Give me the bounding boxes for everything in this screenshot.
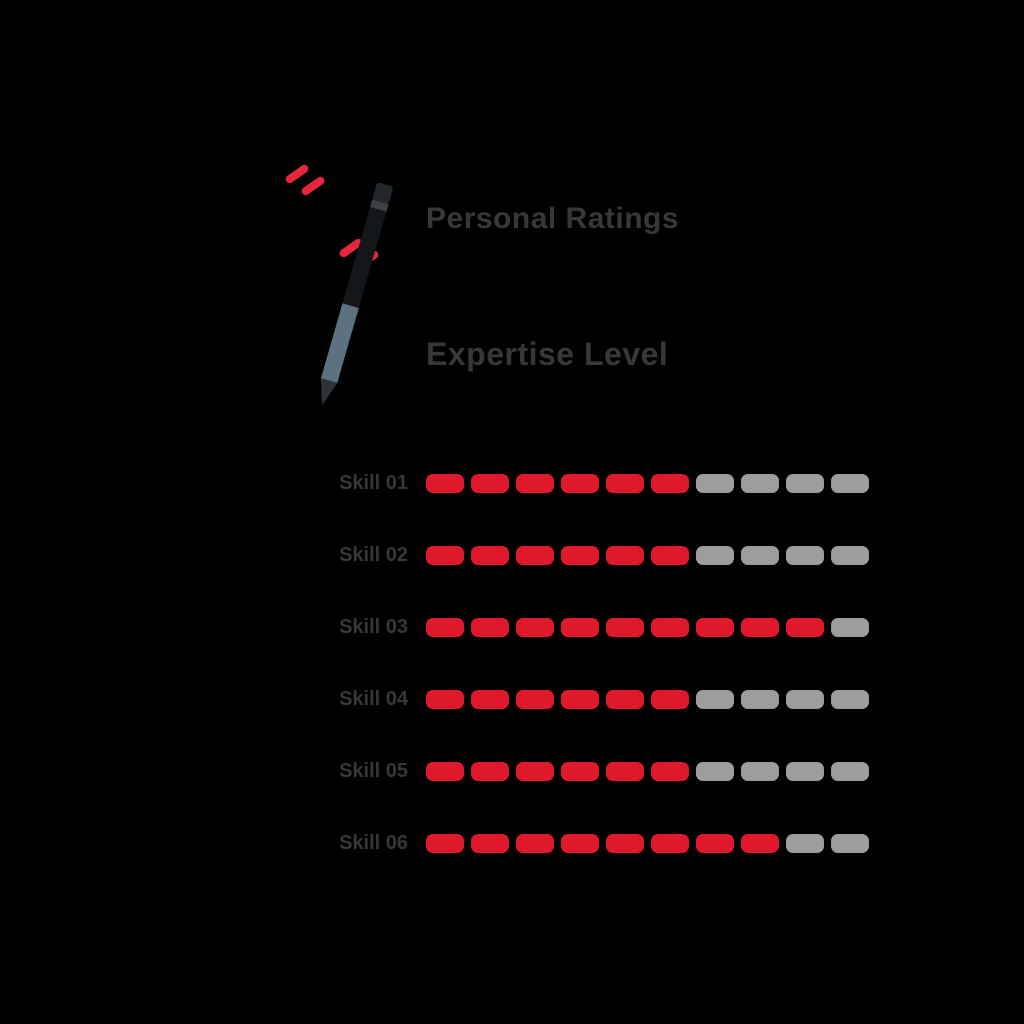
page-subtitle: Expertise Level — [426, 336, 669, 372]
rating-segment-empty — [786, 833, 824, 853]
rating-segment-empty — [696, 689, 734, 709]
rating-segment-empty — [831, 689, 869, 709]
rating-segment-filled — [516, 545, 554, 565]
skill-label: Skill 01 — [339, 471, 408, 494]
rating-segment-empty — [786, 545, 824, 565]
skill-label: Skill 06 — [339, 831, 408, 854]
rating-segment-filled — [651, 833, 689, 853]
rating-segment-filled — [471, 761, 509, 781]
rating-segment-filled — [651, 545, 689, 565]
pencil-icon-svg — [285, 164, 393, 406]
rating-segment-filled — [786, 617, 824, 637]
rating-segment-filled — [606, 761, 644, 781]
skill-label: Skill 05 — [339, 759, 408, 782]
rating-segment-filled — [741, 833, 779, 853]
rating-segment-empty — [741, 689, 779, 709]
rating-segment-filled — [516, 617, 554, 637]
rating-bar — [426, 689, 869, 709]
rating-segment-empty — [696, 761, 734, 781]
rating-segment-filled — [471, 545, 509, 565]
rating-segment-empty — [831, 545, 869, 565]
rating-segment-filled — [516, 689, 554, 709]
rating-segment-empty — [696, 545, 734, 565]
rating-segment-filled — [606, 689, 644, 709]
rating-bar — [426, 545, 869, 565]
rating-segment-filled — [561, 545, 599, 565]
rating-segment-filled — [561, 473, 599, 493]
rating-segment-filled — [651, 689, 689, 709]
rating-bar — [426, 833, 869, 853]
skill-row: Skill 04 — [318, 688, 869, 710]
rating-bar — [426, 617, 869, 637]
page-title: Personal Ratings — [426, 202, 680, 235]
rating-segment-filled — [651, 761, 689, 781]
skill-row: Skill 06 — [318, 832, 869, 854]
rating-segment-filled — [561, 617, 599, 637]
rating-bar — [426, 761, 869, 781]
rating-segment-filled — [426, 617, 464, 637]
rating-segment-filled — [696, 833, 734, 853]
rating-segment-filled — [561, 761, 599, 781]
rating-segment-filled — [606, 833, 644, 853]
pencil-body — [320, 182, 393, 406]
pencil-icon — [262, 152, 407, 442]
rating-segment-empty — [831, 833, 869, 853]
rating-segment-filled — [561, 689, 599, 709]
rating-bar — [426, 473, 869, 493]
rating-segment-empty — [696, 473, 734, 493]
skill-row: Skill 05 — [318, 760, 869, 782]
rating-segment-empty — [786, 473, 824, 493]
rating-segment-filled — [471, 689, 509, 709]
rating-segment-empty — [741, 545, 779, 565]
rating-segment-filled — [516, 473, 554, 493]
skill-row: Skill 01 — [318, 472, 869, 494]
skill-label: Skill 03 — [339, 615, 408, 638]
rating-segment-filled — [741, 617, 779, 637]
rating-segment-filled — [426, 473, 464, 493]
rating-segment-filled — [606, 617, 644, 637]
rating-segment-empty — [831, 617, 869, 637]
rating-segment-filled — [606, 545, 644, 565]
rating-segment-filled — [516, 761, 554, 781]
rating-segment-filled — [426, 545, 464, 565]
rating-segment-filled — [426, 833, 464, 853]
rating-segment-filled — [471, 617, 509, 637]
rating-segment-filled — [651, 473, 689, 493]
rating-segment-empty — [786, 689, 824, 709]
rating-segment-filled — [426, 689, 464, 709]
skill-label: Skill 02 — [339, 543, 408, 566]
rating-segment-filled — [696, 617, 734, 637]
rating-segment-filled — [516, 833, 554, 853]
rating-segment-empty — [741, 473, 779, 493]
rating-segment-empty — [831, 473, 869, 493]
skill-row: Skill 03 — [318, 616, 869, 638]
skill-row: Skill 02 — [318, 544, 869, 566]
rating-segment-empty — [741, 761, 779, 781]
rating-segment-filled — [561, 833, 599, 853]
skill-label: Skill 04 — [339, 687, 408, 710]
rating-segment-filled — [606, 473, 644, 493]
rating-segment-filled — [426, 761, 464, 781]
skills-list: Skill 01 Skill 02 Skill 03 Skill 04 Skill 05… — [318, 472, 869, 904]
rating-segment-filled — [471, 833, 509, 853]
rating-segment-filled — [651, 617, 689, 637]
rating-segment-empty — [831, 761, 869, 781]
rating-segment-empty — [786, 761, 824, 781]
rating-segment-filled — [471, 473, 509, 493]
